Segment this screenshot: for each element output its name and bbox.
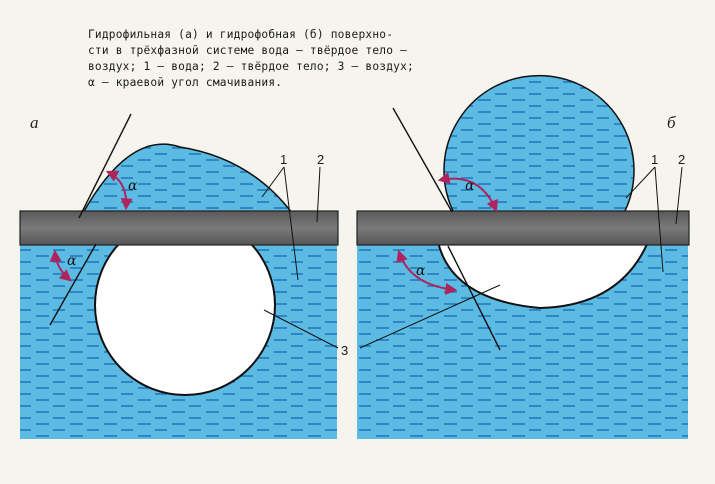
panel-a	[20, 114, 338, 439]
shared-label-3: 3	[341, 343, 348, 358]
panel-a-label: а	[30, 113, 39, 133]
caption-line-1: Гидрофильная (а) и гидрофобная (б) повер…	[88, 27, 438, 43]
panel-b-tangent-line-top	[393, 108, 452, 212]
caption-line-3: воздух; 1 — вода; 2 — твёрдое тело; 3 — …	[88, 59, 438, 75]
panel-a-water-drop	[83, 144, 292, 213]
panel-b	[357, 76, 689, 439]
panel-a-alpha-bottom: α	[67, 253, 76, 269]
panel-a-alpha-top: α	[128, 178, 137, 194]
panel-b-label: б	[667, 113, 676, 133]
panel-a-label-1: 1	[280, 152, 287, 167]
caption-line-4: α — краевой угол смачивания.	[88, 75, 438, 91]
caption-line-2: сти в трёхфазной системе вода — твёрдое …	[88, 43, 438, 59]
panel-b-solid-plate	[357, 211, 689, 245]
panel-b-alpha-top: α	[465, 178, 474, 194]
panel-b-label-1: 1	[651, 152, 658, 167]
panel-b-label-2: 2	[678, 152, 685, 167]
panel-a-label-2: 2	[317, 152, 324, 167]
panel-b-alpha-bottom: α	[416, 263, 425, 279]
figure-caption: Гидрофильная (а) и гидрофобная (б) повер…	[88, 27, 438, 91]
